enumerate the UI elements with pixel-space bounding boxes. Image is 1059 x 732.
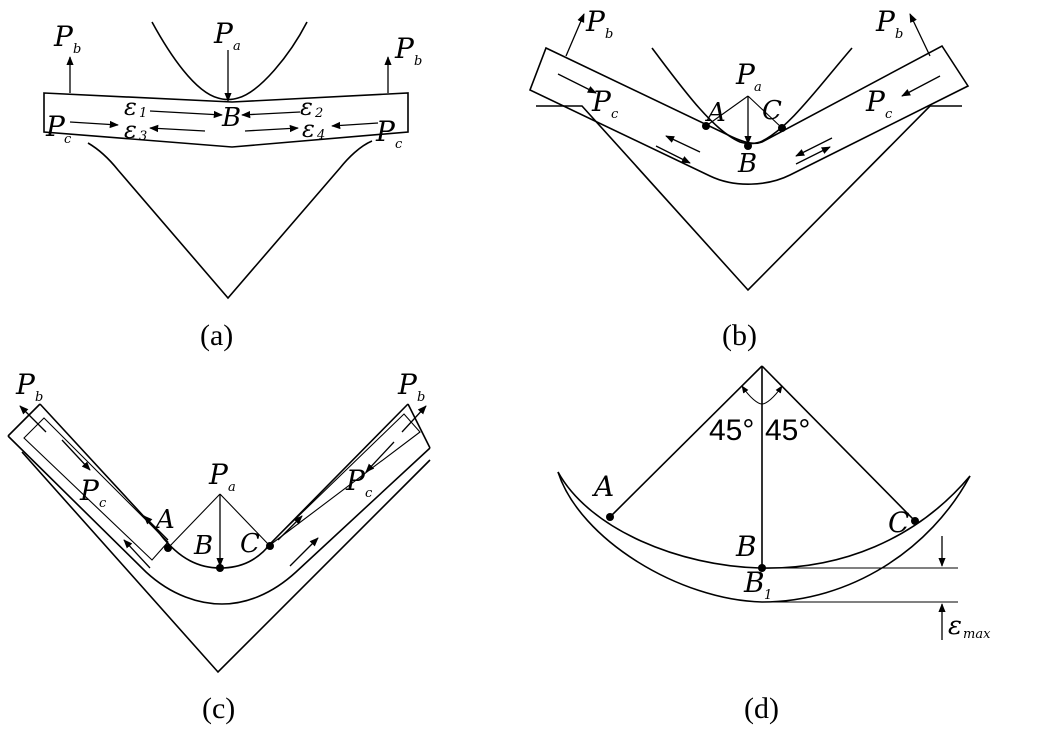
point-b1-sub-d: 1 bbox=[764, 588, 772, 603]
pc-right-label-b: P bbox=[865, 85, 886, 118]
eps2-sub: 2 bbox=[314, 106, 323, 121]
pb-left-sub-b: b bbox=[605, 27, 613, 42]
pb-right-label-b: P bbox=[875, 5, 896, 38]
pb-right-label-a: P bbox=[394, 32, 415, 65]
pc-left-sub-b: c bbox=[611, 107, 619, 122]
pc-right-label-c: P bbox=[345, 464, 366, 497]
eps2-label: ε bbox=[300, 93, 313, 121]
pc-left-sub-a: c bbox=[64, 132, 72, 147]
pa-label-b: P bbox=[735, 58, 756, 91]
pc-right-label-a: P bbox=[375, 115, 396, 148]
pb-right-arrow-b bbox=[909, 13, 931, 57]
pb-left-label-a: P bbox=[53, 20, 74, 53]
point-b1-label-d: B bbox=[743, 566, 765, 599]
eps1-sub: 1 bbox=[139, 106, 147, 121]
point-a-label-b: A bbox=[705, 98, 726, 128]
pc-left-label-c: P bbox=[79, 474, 100, 507]
pb-left-sub-a: b bbox=[73, 42, 81, 57]
eps-max-sub: max bbox=[963, 627, 991, 642]
eps4-arrow-b bbox=[331, 121, 379, 130]
point-b-d bbox=[758, 564, 766, 572]
point-c-b bbox=[778, 124, 786, 132]
caption-a: (a) bbox=[200, 319, 233, 352]
eps2-arrow bbox=[241, 110, 301, 119]
eps3-label: ε bbox=[124, 116, 137, 144]
die-c bbox=[21, 451, 431, 674]
pa-sub-b: a bbox=[754, 80, 762, 95]
point-c-label-b: C bbox=[762, 96, 782, 126]
pa-label-a: P bbox=[213, 17, 234, 50]
angle-right-label: 45° bbox=[765, 414, 810, 447]
eps3-sub: 3 bbox=[139, 129, 147, 144]
pb-left-sub-c: b bbox=[35, 390, 43, 405]
point-b-label-a: B bbox=[221, 103, 241, 133]
pa-label-c: P bbox=[208, 458, 229, 491]
point-a-label-d: A bbox=[591, 470, 614, 503]
panel-a: P a P b P b P c P c B ε 1 ε 2 ε 3 ε 4 (a… bbox=[43, 17, 422, 352]
pb-right-sub-b: b bbox=[895, 27, 903, 42]
panel-d: 45° 45° A B C B 1 ε max (d) bbox=[557, 365, 991, 725]
eps4-arrow bbox=[244, 124, 299, 133]
pa-sub-a: a bbox=[233, 39, 241, 54]
pc-right-sub-b: c bbox=[885, 107, 893, 122]
point-b-b bbox=[744, 142, 752, 150]
caption-c: (c) bbox=[202, 692, 235, 725]
pb-left-arrow-c bbox=[19, 405, 47, 433]
eps1-arrow bbox=[149, 110, 223, 119]
pc-right-sub-c: c bbox=[365, 486, 373, 501]
point-c-c bbox=[266, 542, 274, 550]
point-c-label-c: C bbox=[240, 529, 260, 559]
caption-d: (d) bbox=[744, 692, 779, 725]
die-b bbox=[536, 105, 962, 292]
point-c-d bbox=[911, 517, 919, 525]
point-a-c bbox=[164, 544, 172, 552]
pb-left-arrow-b bbox=[565, 13, 585, 57]
eps3-arrow bbox=[69, 120, 119, 129]
point-b-label-b: B bbox=[737, 149, 757, 179]
eps-max-label: ε bbox=[948, 611, 962, 641]
pb-right-label-c: P bbox=[397, 368, 418, 401]
pad-left-c bbox=[23, 417, 169, 561]
die-a bbox=[87, 140, 373, 300]
point-c-label-d: C bbox=[888, 506, 909, 539]
eps4-label: ε bbox=[302, 115, 315, 143]
pb-left-label-b: P bbox=[585, 5, 606, 38]
pa-sub-c: a bbox=[228, 480, 236, 495]
pc-left-label-b: P bbox=[591, 85, 612, 118]
panel-b: P a P b P b P c P c A B C (b) bbox=[528, 5, 970, 352]
eps4-sub: 4 bbox=[316, 128, 325, 143]
point-b-label-d: B bbox=[735, 530, 757, 563]
point-b-c bbox=[216, 564, 224, 572]
pc-left-sub-c: c bbox=[99, 496, 107, 511]
caption-b: (b) bbox=[722, 319, 757, 352]
sheet-b-outer bbox=[528, 44, 970, 185]
eps1-label: ε bbox=[124, 93, 137, 121]
angle-left-label: 45° bbox=[709, 414, 754, 447]
pc-left-label-a: P bbox=[45, 110, 66, 143]
sheet-a bbox=[43, 92, 409, 148]
point-a-b bbox=[702, 122, 710, 130]
sheet-c-outer bbox=[7, 435, 431, 605]
pc-right-sub-a: c bbox=[395, 137, 403, 152]
pb-right-arrow-c bbox=[401, 405, 427, 433]
panel-c: P a P b P b P c P c A B C (c) bbox=[7, 368, 431, 725]
pb-right-sub-a: b bbox=[414, 54, 422, 69]
point-a-d bbox=[606, 513, 614, 521]
pb-right-sub-c: b bbox=[417, 390, 425, 405]
point-a-label-c: A bbox=[154, 505, 175, 535]
eps3-arrow-b bbox=[149, 124, 206, 133]
point-b-label-c: B bbox=[193, 531, 213, 561]
pb-left-label-c: P bbox=[15, 368, 36, 401]
